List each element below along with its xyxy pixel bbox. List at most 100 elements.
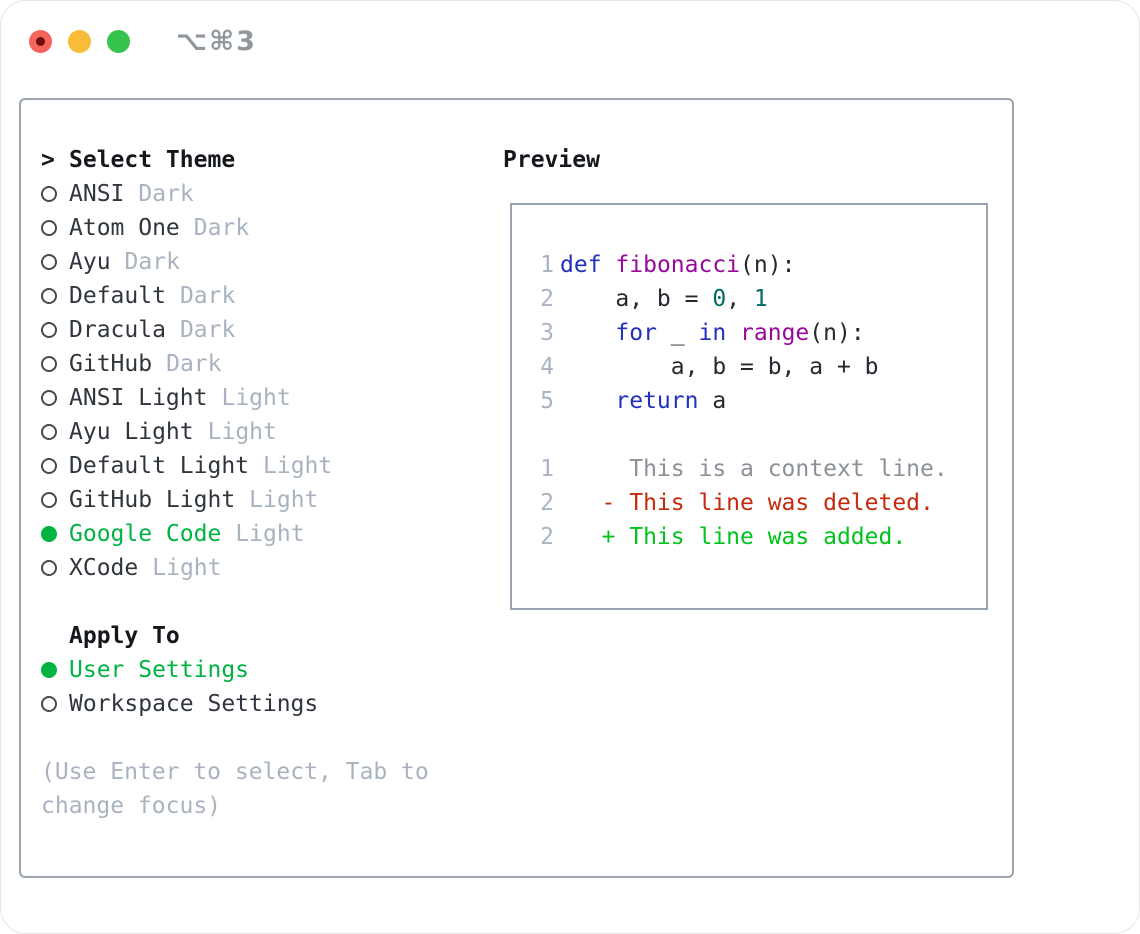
line-number: 1 bbox=[540, 456, 554, 482]
radio-icon bbox=[41, 254, 57, 270]
code-token-pl bbox=[560, 384, 615, 418]
apply-option-label: User Settings bbox=[69, 657, 250, 683]
radio-selected-icon bbox=[41, 662, 57, 678]
traffic-lights bbox=[29, 30, 146, 53]
theme-name: Ayu Light bbox=[69, 419, 194, 445]
code-line: 4 a, b = b, a + b bbox=[528, 350, 986, 384]
radio-icon bbox=[41, 492, 57, 508]
theme-name: Default bbox=[69, 283, 166, 309]
radio-icon bbox=[41, 220, 57, 236]
radio-icon bbox=[41, 186, 57, 202]
line-number: 4 bbox=[540, 354, 554, 380]
code-token-pl: (n): bbox=[740, 252, 796, 278]
traffic-light-minimize[interactable] bbox=[68, 30, 91, 53]
theme-variant: Light bbox=[235, 521, 305, 547]
theme-variant: Dark bbox=[138, 181, 194, 207]
window-title: ⌥⌘3 bbox=[176, 26, 257, 57]
theme-variant: Light bbox=[152, 555, 222, 581]
code-token-pl bbox=[560, 316, 615, 350]
theme-name: Dracula bbox=[69, 317, 166, 343]
theme-variant: Dark bbox=[193, 215, 250, 241]
code-token-kw: in bbox=[698, 320, 727, 346]
code-token-pl: a, b = b, a + b bbox=[560, 354, 879, 380]
diff-line-deleted: 2 - This line was deleted. bbox=[528, 486, 986, 520]
theme-variant: Dark bbox=[124, 249, 180, 275]
apply-option-label: Workspace Settings bbox=[69, 691, 319, 717]
select-theme-header: > Select Theme bbox=[41, 143, 486, 177]
diff-preview: 1 This is a context line.2 - This line w… bbox=[528, 452, 986, 554]
diff-line-context: 1 This is a context line. bbox=[528, 452, 986, 486]
code-token-kw: def bbox=[560, 252, 602, 278]
traffic-light-dot-icon bbox=[36, 37, 45, 46]
radio-selected-icon bbox=[41, 526, 57, 542]
diff-text: + This line was added. bbox=[560, 524, 907, 550]
selection-prompt-icon: > bbox=[41, 147, 55, 173]
diff-text: - This line was deleted. bbox=[560, 490, 934, 516]
code-token-pl bbox=[602, 248, 616, 282]
apply-to-title: Apply To bbox=[69, 623, 180, 649]
diff-text: This is a context line. bbox=[560, 456, 948, 482]
code-token-pl: (n): bbox=[809, 320, 865, 346]
theme-variant: Dark bbox=[166, 351, 222, 377]
code-token-fn: fibonacci bbox=[615, 252, 741, 278]
theme-option-google-code-light[interactable]: Google Code Light bbox=[41, 517, 486, 551]
theme-option-default-dark[interactable]: Default Dark bbox=[41, 279, 486, 313]
theme-variant: Light bbox=[263, 453, 333, 479]
radio-icon bbox=[41, 560, 57, 576]
apply-option-user-settings[interactable]: User Settings bbox=[41, 653, 486, 687]
code-line: 3 for _ in range(n): bbox=[528, 316, 986, 350]
spacer bbox=[41, 721, 486, 755]
theme-variant: Light bbox=[249, 487, 319, 513]
line-number: 1 bbox=[540, 252, 554, 278]
spacer bbox=[41, 585, 486, 619]
line-number: 5 bbox=[540, 388, 554, 414]
theme-variant: Dark bbox=[179, 283, 236, 309]
theme-option-github-light-light[interactable]: GitHub Light Light bbox=[41, 483, 486, 517]
code-token-num: 0 bbox=[712, 286, 727, 312]
select-theme-title: Select Theme bbox=[69, 147, 236, 173]
theme-variant: Light bbox=[221, 385, 291, 411]
code-token-fn: range bbox=[740, 320, 810, 346]
theme-name: GitHub Light bbox=[69, 487, 236, 513]
code-token-pl: a bbox=[698, 388, 727, 414]
traffic-light-zoom[interactable] bbox=[107, 30, 130, 53]
blank-line bbox=[528, 418, 986, 452]
theme-name: Ayu bbox=[69, 249, 111, 275]
code-line: 5 return a bbox=[528, 384, 986, 418]
radio-icon bbox=[41, 696, 57, 712]
theme-variant: Dark bbox=[179, 317, 236, 343]
code-token-pl: , bbox=[726, 286, 754, 312]
radio-icon bbox=[41, 390, 57, 406]
theme-option-ayu-dark[interactable]: Ayu Dark bbox=[41, 245, 486, 279]
theme-name: Google Code bbox=[69, 521, 222, 547]
code-line: 2 a, b = 0, 1 bbox=[528, 282, 986, 316]
preview-title: Preview bbox=[503, 147, 600, 173]
code-token-kw: return bbox=[615, 388, 699, 414]
code-token-num: 1 bbox=[753, 286, 768, 312]
line-number: 2 bbox=[540, 524, 554, 550]
help-text: (Use Enter to select, Tab to change focu… bbox=[41, 759, 429, 819]
code-token-pl: _ bbox=[656, 320, 699, 346]
diff-line-added: 2 + This line was added. bbox=[528, 520, 986, 554]
code-token-kw: for bbox=[615, 320, 657, 346]
theme-name: XCode bbox=[69, 555, 139, 581]
code-token-pl: a, b = bbox=[560, 286, 713, 312]
traffic-light-close[interactable] bbox=[29, 30, 52, 53]
theme-option-dracula-dark[interactable]: Dracula Dark bbox=[41, 313, 486, 347]
theme-option-xcode-light[interactable]: XCode Light bbox=[41, 551, 486, 585]
apply-option-workspace-settings[interactable]: Workspace Settings bbox=[41, 687, 486, 721]
code-token-pl bbox=[726, 316, 740, 350]
